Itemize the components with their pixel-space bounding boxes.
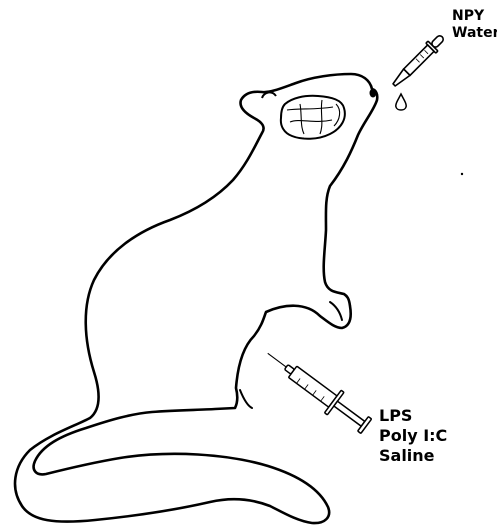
label-saline: Saline [379,446,447,466]
syringe-icon [259,342,374,437]
label-water: Water [452,25,497,42]
label-npy: NPY [452,8,497,25]
dropper-icon [389,32,447,90]
rat-outline-icon [15,74,377,523]
ear-icon [262,92,276,98]
speck-icon [461,173,463,175]
label-lps: LPS [379,406,447,426]
syringe-label: LPS Poly I:C Saline [379,406,447,466]
dropper-label: NPY Water [452,8,497,41]
label-poly-ic: Poly I:C [379,426,447,446]
brain-icon [281,96,345,139]
droplet-icon [396,94,406,110]
nose-icon [370,89,377,98]
